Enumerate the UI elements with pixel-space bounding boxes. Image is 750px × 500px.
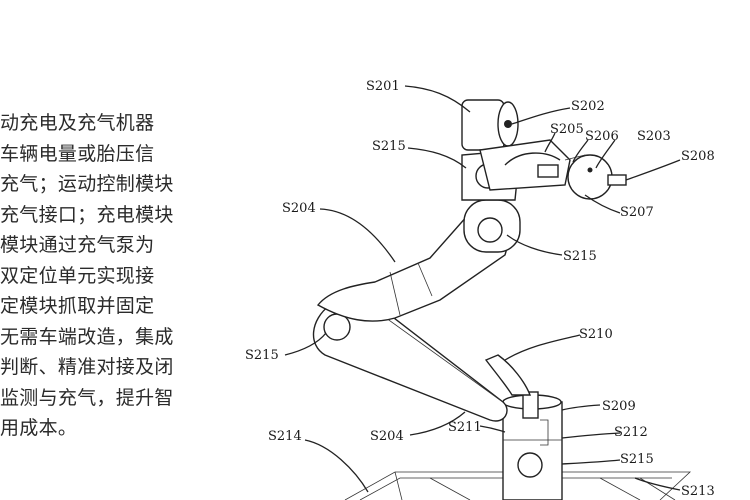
text-line: 用成本。 xyxy=(0,417,78,439)
label-s215-top: S215 xyxy=(372,139,406,154)
abstract-text: 动充电及充气机器 车辆电量或胎压信 充气；运动控制模块 充气接口；充电模块 模块… xyxy=(0,108,200,444)
wrist-head xyxy=(461,99,519,151)
text-line: 定模块抓取并固定 xyxy=(0,295,155,317)
label-s215-left: S215 xyxy=(245,348,279,363)
label-s215-bottom: S215 xyxy=(620,452,654,467)
label-s215-mid: S215 xyxy=(563,249,597,264)
label-s210: S210 xyxy=(579,327,613,342)
label-s213: S213 xyxy=(681,484,715,499)
label-s211: S211 xyxy=(448,420,482,435)
label-s206: S206 xyxy=(585,129,619,144)
label-s208: S208 xyxy=(681,149,715,164)
text-line: 无需车端改造，集成 xyxy=(0,325,174,348)
text-line: 车辆电量或胎压信 xyxy=(0,142,155,165)
label-s204-upper: S204 xyxy=(282,201,316,216)
label-s203: S203 xyxy=(637,129,671,144)
text-line: 判断、精准对接及闭 xyxy=(0,356,174,378)
text-line: 监测与充气，提升智 xyxy=(0,386,174,409)
label-s205: S205 xyxy=(550,122,584,137)
figure-labels: S201 S202 S215 S205 S206 S203 S208 S207 … xyxy=(245,79,715,499)
label-s212: S212 xyxy=(614,425,648,440)
label-s204-lower: S204 xyxy=(370,429,404,444)
label-s214: S214 xyxy=(268,429,302,444)
text-line: 双定位单元实现接 xyxy=(0,264,155,287)
text-line: 动充电及充气机器 xyxy=(0,112,155,134)
end-effector xyxy=(479,139,627,200)
text-line: 充气；运动控制模块 xyxy=(0,173,174,195)
text-line: 充气接口；充电模块 xyxy=(0,203,174,226)
label-s209: S209 xyxy=(602,399,636,414)
text-line: 模块通过充气泵为 xyxy=(0,234,155,256)
leader-lines xyxy=(284,85,681,493)
base-column xyxy=(502,391,563,500)
label-s202: S202 xyxy=(571,99,605,114)
label-s201: S201 xyxy=(366,79,400,94)
label-s207: S207 xyxy=(620,205,654,220)
